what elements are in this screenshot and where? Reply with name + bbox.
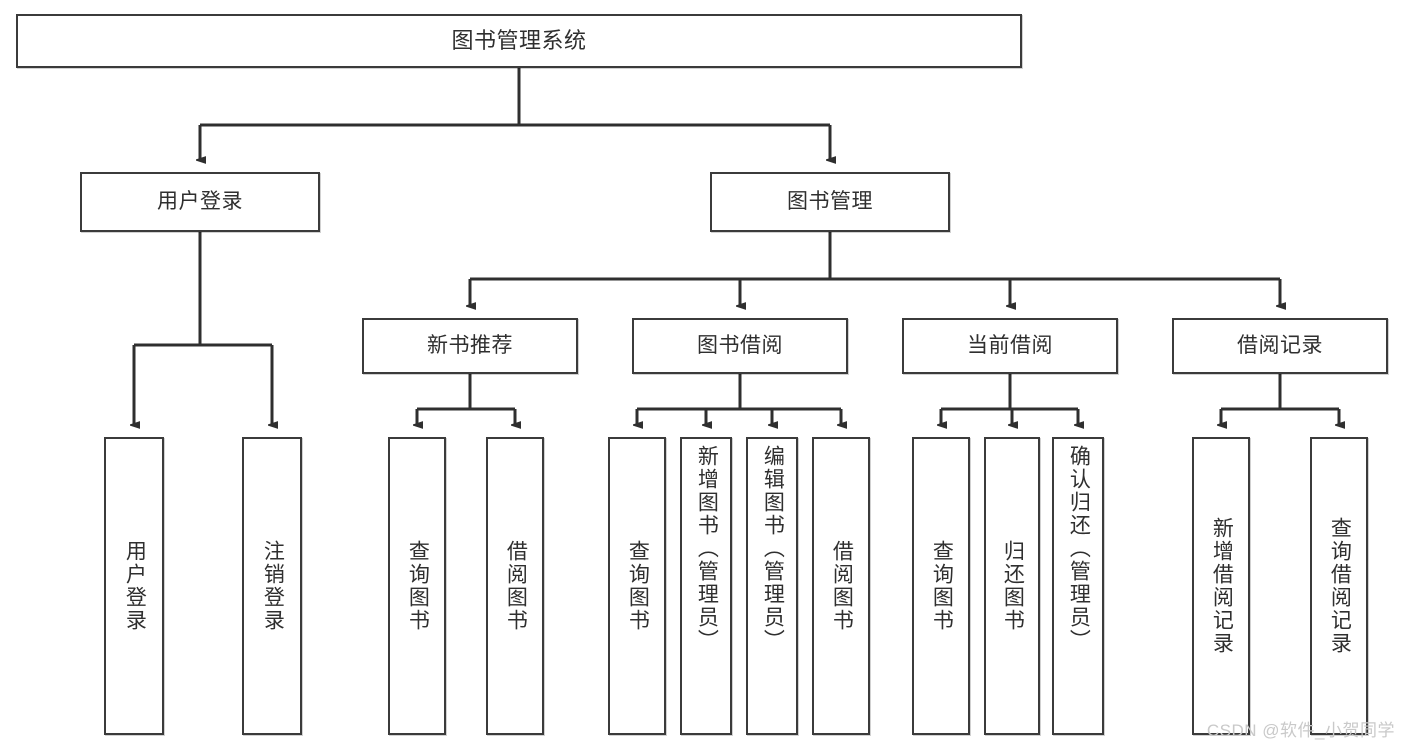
node-current[interactable]: 当前借阅 [902, 318, 1118, 374]
node-label: 借阅图书 [504, 540, 528, 632]
node-borrow[interactable]: 图书借阅 [632, 318, 848, 374]
node-root[interactable]: 图书管理系统 [16, 14, 1022, 68]
node-label: 借阅图书 [830, 540, 854, 632]
node-label: 新增借阅记录 [1210, 517, 1234, 655]
node-label: 用户登录 [123, 540, 147, 632]
node-bookmgmt[interactable]: 图书管理 [710, 172, 950, 232]
node-label: 借阅记录 [1237, 334, 1323, 358]
node-label: 图书管理系统 [451, 27, 587, 53]
node-label: 查询图书 [406, 540, 430, 632]
node-label: 归还图书 [1001, 540, 1025, 632]
node-login[interactable]: 用户登录 [80, 172, 320, 232]
node-l1[interactable]: 用户登录 [104, 437, 164, 735]
node-l5[interactable]: 查询图书 [608, 437, 666, 735]
node-l9[interactable]: 查询图书 [912, 437, 970, 735]
node-label: 查询图书 [930, 540, 954, 632]
node-label: 编辑图书（管理员） [761, 445, 785, 652]
node-l7[interactable]: 编辑图书（管理员） [746, 437, 798, 735]
node-l3[interactable]: 查询图书 [388, 437, 446, 735]
node-label: 新书推荐 [427, 334, 513, 358]
node-l11[interactable]: 确认归还（管理员） [1052, 437, 1104, 735]
node-label: 用户登录 [157, 190, 243, 214]
node-l4[interactable]: 借阅图书 [486, 437, 544, 735]
node-label: 查询图书 [626, 540, 650, 632]
node-l6[interactable]: 新增图书（管理员） [680, 437, 732, 735]
node-l12[interactable]: 新增借阅记录 [1192, 437, 1250, 735]
node-label: 图书借阅 [697, 334, 783, 358]
node-label: 图书管理 [787, 190, 873, 214]
node-newbook[interactable]: 新书推荐 [362, 318, 578, 374]
csdn-watermark: CSDN @软件_小贺同学 [1206, 721, 1395, 740]
node-label: 查询借阅记录 [1328, 517, 1352, 655]
node-l8[interactable]: 借阅图书 [812, 437, 870, 735]
node-l13[interactable]: 查询借阅记录 [1310, 437, 1368, 735]
node-l2[interactable]: 注销登录 [242, 437, 302, 735]
node-label: 当前借阅 [967, 334, 1053, 358]
node-records[interactable]: 借阅记录 [1172, 318, 1388, 374]
node-label: 注销登录 [261, 540, 285, 632]
node-label: 确认归还（管理员） [1067, 445, 1091, 652]
node-l10[interactable]: 归还图书 [984, 437, 1040, 735]
node-label: 新增图书（管理员） [695, 445, 719, 652]
